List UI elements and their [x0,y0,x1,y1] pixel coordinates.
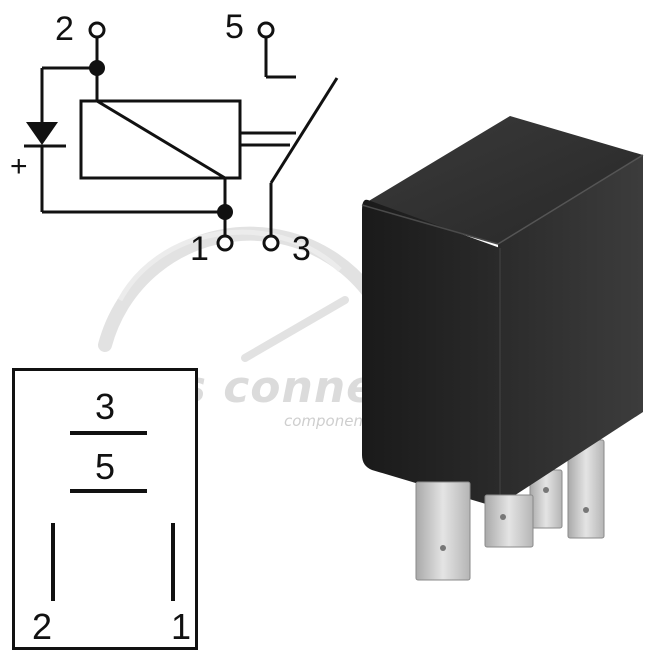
footprint-label-bottom-right: 1 [171,606,192,647]
pin3-label: 3 [292,230,311,268]
pin1-terminal [216,234,234,252]
footprint-bar-right [171,523,175,601]
diode-symbol [26,122,58,145]
pin5-label: 5 [225,8,244,46]
relay-top-face [362,116,643,244]
junction-dot-bottom [217,204,233,220]
footprint-bar-top [70,431,147,435]
junction-dot-top [89,60,105,76]
relay-terminal-front-middle [484,494,534,548]
relay-side-face [498,155,643,505]
pin3-terminal [262,234,280,252]
coil-box [79,99,242,180]
footprint-label-middle: 5 [95,446,116,487]
pin-footprint-box: 3 5 2 1 [12,368,198,650]
footprint-bar-left [51,523,55,601]
switch-arm [269,77,339,184]
coil-diagonal [96,99,226,180]
polarity-plus-label: + [10,150,28,183]
footprint-label-top: 3 [95,386,116,427]
footprint-bar-bottom [70,489,147,493]
relay-terminal-front-left [415,481,471,581]
pin1-label: 1 [190,230,209,268]
pin2-label: 2 [55,10,74,48]
relay-front-face [362,199,500,508]
footprint-label-bottom-left: 2 [32,606,53,647]
